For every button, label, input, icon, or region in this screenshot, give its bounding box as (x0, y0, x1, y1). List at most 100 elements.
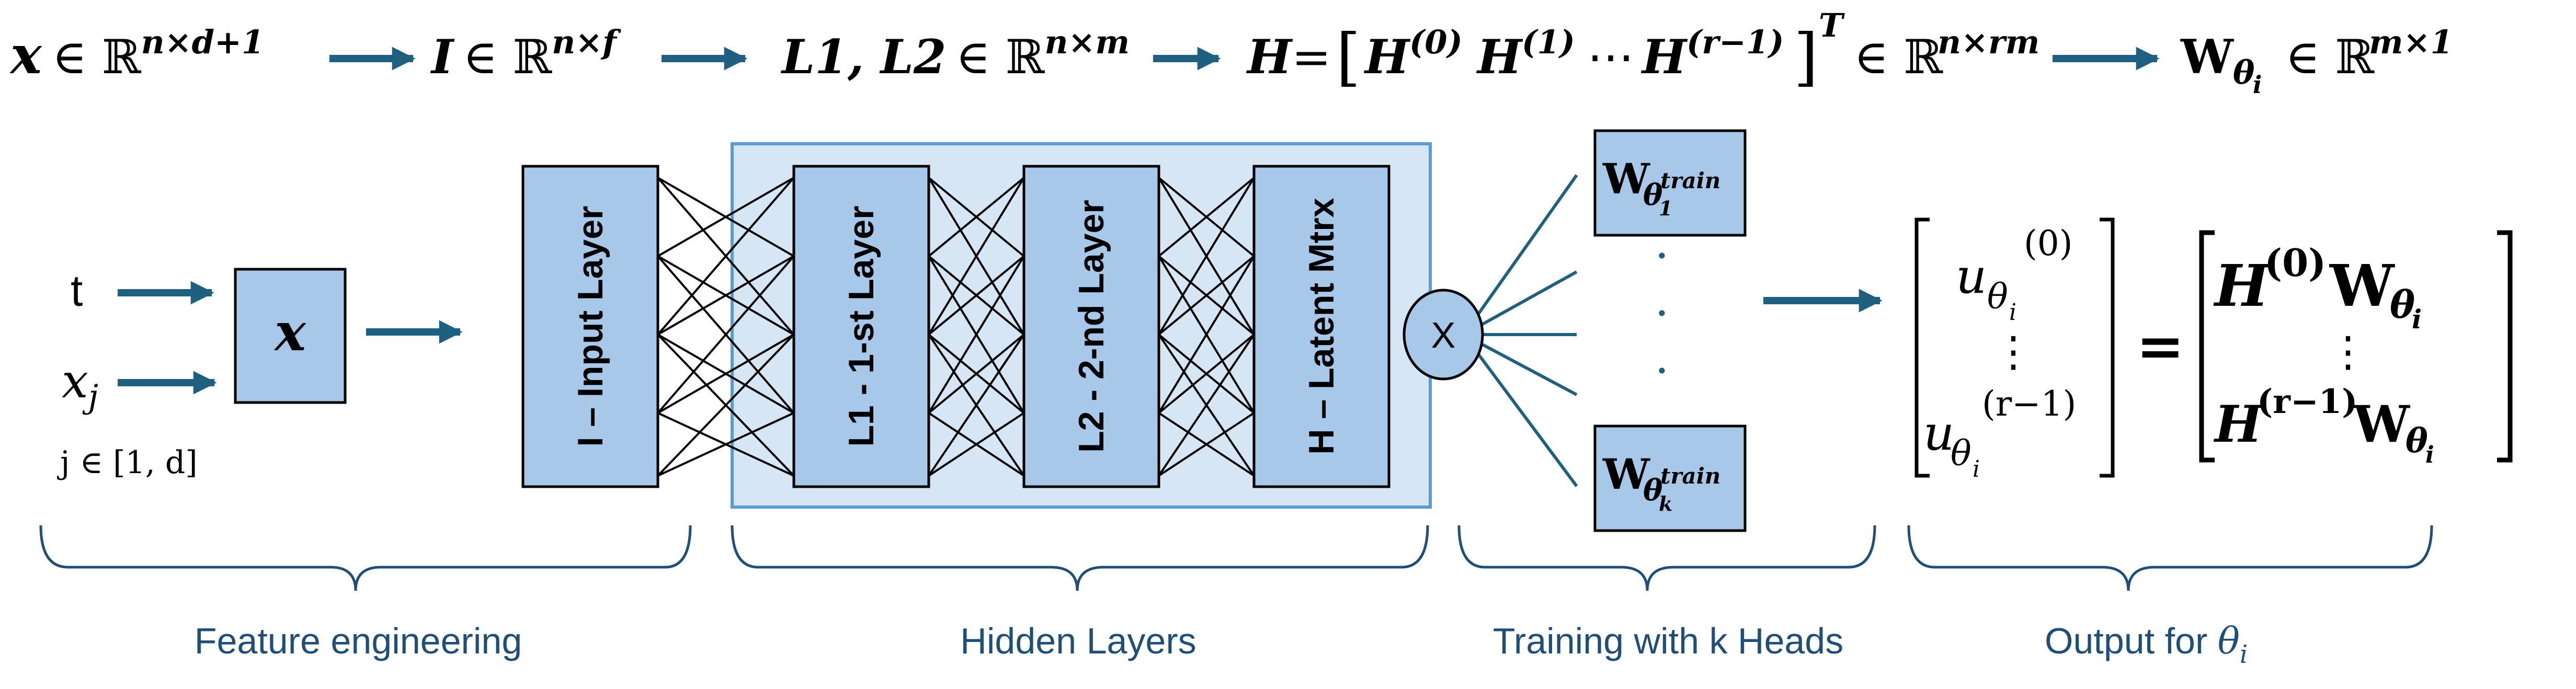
head-top-theta: θ (1643, 178, 1663, 212)
layer-connection-line (1158, 177, 1255, 257)
head-bottom-box (1593, 424, 1747, 532)
head-dot-3: · (1657, 353, 1668, 389)
input-layer: I – Input Layer (521, 165, 659, 488)
h-bottom-symbol: H (2213, 395, 2264, 454)
layer-connection-line (928, 334, 1025, 414)
h-top-superscript: (0) (2264, 240, 2326, 285)
head-top-box (1593, 129, 1747, 237)
head-dot-2: · (1657, 295, 1668, 332)
layer-connection-line (1158, 334, 1255, 414)
svg-text:H(r−1): H(r−1) (1640, 23, 1784, 85)
svg-text:i: i (2253, 71, 2262, 99)
t-input-label: t (71, 266, 83, 315)
caption-output: Output for θi (2045, 619, 2248, 669)
layer-connection-line (657, 177, 794, 257)
hidden-brace (731, 525, 1429, 591)
input-layer-label: I – Input Layer (571, 206, 610, 447)
u-top-symbol: u (1956, 248, 1987, 304)
h-top-theta-sub: i (2412, 304, 2422, 335)
head-fan-line (1476, 352, 1578, 487)
h-layer-box (1252, 165, 1390, 488)
output-equals: = (2136, 312, 2184, 380)
head-bottom: W θ k train (1593, 424, 1747, 532)
output-brace (1907, 525, 2433, 591)
l1-layer-box (792, 165, 930, 488)
h-top-w: W (2329, 252, 2395, 319)
u-top-superscript: (0) (2024, 223, 2073, 263)
u-top-theta-sub: i (2009, 299, 2016, 326)
header-h-term: H = [ H(0) H(1) ⋯ H(r−1) ] T ∈ ℝ n×rm (1246, 6, 2039, 94)
svg-text:H(1): H(1) (1476, 23, 1575, 85)
j-range-label: j ∈ [1, d] (57, 444, 198, 481)
head-top-superscript: train (1660, 168, 1720, 193)
xj-input-label: xj (62, 354, 98, 416)
layer-connection-line (657, 255, 794, 336)
layer-connection-line (657, 412, 794, 477)
head-top-index: 1 (1659, 197, 1672, 220)
h-layer-label: H – Latent Mtrx (1302, 198, 1341, 454)
input-layer-box (521, 165, 659, 488)
h-vdots: ⋮ (2327, 327, 2369, 376)
u-top-theta: θ (1987, 277, 2008, 317)
head-fan-line (1476, 174, 1578, 317)
h-bottom-theta: θ (2406, 421, 2428, 461)
x-feature-box-label: x (273, 301, 306, 363)
caption-training-heads: Training with k Heads (1493, 621, 1843, 661)
input-section: t xj j ∈ [1, d] x (57, 266, 463, 481)
svg-text:m×1: m×1 (2369, 23, 2453, 61)
svg-text:]: ] (1794, 21, 1818, 94)
layer-connection-line (928, 334, 1025, 477)
head-bottom-w: W (1602, 450, 1650, 499)
u-vdots: ⋮ (1992, 327, 2034, 376)
caption-feature-engineering: Feature engineering (195, 621, 522, 661)
layer-connection-line (928, 255, 1025, 414)
layer-connection-line (657, 177, 795, 336)
head-dot-1: · (1657, 238, 1668, 274)
head-bottom-theta: θ (1643, 473, 1663, 508)
u-bottom-theta: θ (1951, 433, 1971, 474)
u-vector-right-bracket (2100, 217, 2115, 478)
h-layer: H – Latent Mtrx (1252, 165, 1390, 488)
layer-connection-line (928, 177, 1025, 257)
l2-layer-label: L2 - 2-nd Layer (1072, 200, 1111, 453)
l2-layer: L2 - 2-nd Layer (1022, 165, 1160, 488)
layer-connection-line (1158, 255, 1255, 414)
u-bottom-theta-sub: i (1973, 456, 1980, 483)
u-bottom-superscript: (r−1) (1982, 384, 2076, 424)
multiply-node-label: X (1431, 315, 1456, 355)
l1-layer: L1 - 1-st Layer (792, 165, 930, 488)
layer-connection-line (657, 334, 795, 477)
h-top-symbol: H (2213, 252, 2271, 319)
head-bottom-index: k (1659, 492, 1672, 515)
layer-connection-line (1158, 255, 1255, 336)
output-equation: u (0) θ i ⋮ u (r−1) θ i = H (0) W θ i ⋮ … (1914, 217, 2513, 483)
u-vector-left-bracket (1914, 217, 1930, 478)
svg-text:H(0): H(0) (1363, 23, 1463, 85)
h-bottom-theta-sub: i (2425, 442, 2434, 468)
header-x-term: x∈ ℝn×d+1 (9, 23, 264, 86)
svg-text:=: = (1292, 30, 1331, 85)
svg-text:W: W (2180, 29, 2235, 85)
head-fan-line (1476, 270, 1578, 329)
layer-connection-line (1158, 177, 1255, 336)
svg-text:n×rm: n×rm (1937, 23, 2039, 61)
h-vector-left-bracket (2199, 230, 2215, 463)
layer-connection-line (928, 255, 1025, 336)
svg-text:∈ ℝ: ∈ ℝ (1854, 30, 1943, 85)
u-bottom-symbol: u (1923, 405, 1954, 461)
layer-connection-line (657, 334, 794, 414)
svg-text:[: [ (1336, 21, 1361, 94)
feature-brace (39, 525, 692, 591)
header-flow: x∈ ℝn×d+1 I∈ ℝn×f L1, L2∈ ℝn×m H = [ H(0… (9, 6, 2453, 99)
h-bottom-superscript: (r−1) (2257, 382, 2357, 421)
svg-text:⋯: ⋯ (1587, 30, 1634, 85)
svg-text:H: H (1246, 29, 1293, 85)
svg-text:θ: θ (2233, 53, 2255, 91)
svg-text:T: T (1819, 6, 1845, 44)
svg-text:∈ ℝ: ∈ ℝ (2285, 30, 2375, 85)
section-braces (39, 525, 2433, 591)
head-fan-line (1476, 340, 1578, 396)
head-fan-lines (1476, 174, 1578, 487)
